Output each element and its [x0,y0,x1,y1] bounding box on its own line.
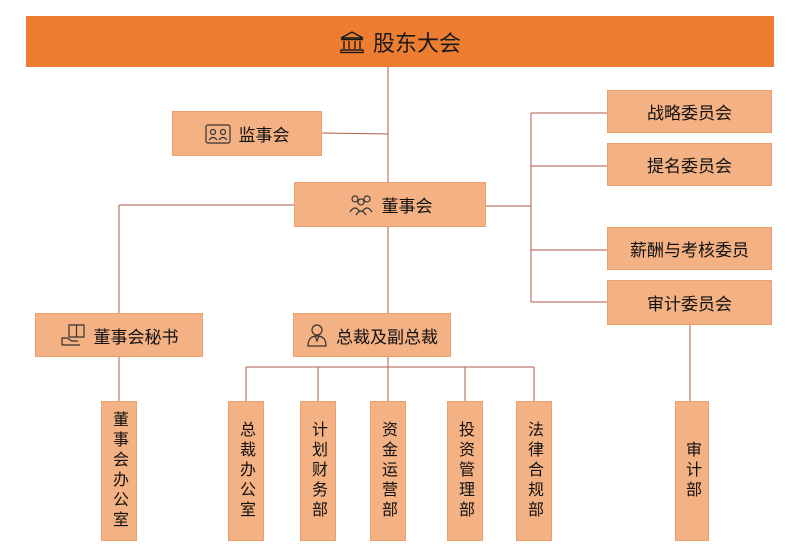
dept-capital-box: 资金运营部 [370,401,406,541]
dept-audit-label: 审计部 [683,441,702,501]
audit-committee-label: 审计委员会 [647,295,732,315]
dept-president-office-label: 总裁办公室 [237,421,256,521]
dept-president-office-box: 总裁办公室 [228,401,264,541]
people-icon [348,194,374,216]
supervisory-board-box: 监事会 [172,111,322,156]
compensation-committee-label: 薪酬与考核委员 [630,241,749,261]
president-label: 总裁及副总裁 [336,327,438,348]
bank-building-icon [339,30,365,54]
president-box: 总裁及副总裁 [293,313,451,357]
nomination-committee-box: 提名委员会 [607,143,772,186]
board-of-directors-box: 董事会 [294,182,486,227]
dept-finance-box: 计划财务部 [300,401,336,541]
dept-legal-label: 法律合规部 [525,421,544,521]
dept-board-office-box: 董事会办公室 [101,401,137,541]
compensation-committee-box: 薪酬与考核委员 [607,227,772,270]
shareholders-meeting-box: 股东大会 [26,16,774,67]
dept-investment-label: 投资管理部 [456,421,475,521]
board-of-directors-label: 董事会 [381,197,433,217]
dept-audit-box: 审计部 [675,401,709,541]
strategy-committee-box: 战略委员会 [607,90,772,133]
audit-committee-box: 审计委员会 [607,280,772,325]
nomination-committee-label: 提名委员会 [647,157,732,177]
group-icon [204,123,231,144]
dept-board-office-label: 董事会办公室 [110,411,129,531]
board-secretary-label: 董事会秘书 [93,327,179,348]
book-hand-icon [60,323,86,347]
board-secretary-box: 董事会秘书 [35,313,203,357]
dept-capital-label: 资金运营部 [379,421,398,521]
person-icon [306,323,328,347]
supervisory-board-label: 监事会 [238,126,290,146]
shareholders-meeting-label: 股东大会 [372,31,461,57]
dept-finance-label: 计划财务部 [309,421,328,521]
dept-legal-box: 法律合规部 [516,401,552,541]
dept-investment-box: 投资管理部 [447,401,483,541]
strategy-committee-label: 战略委员会 [647,104,732,124]
